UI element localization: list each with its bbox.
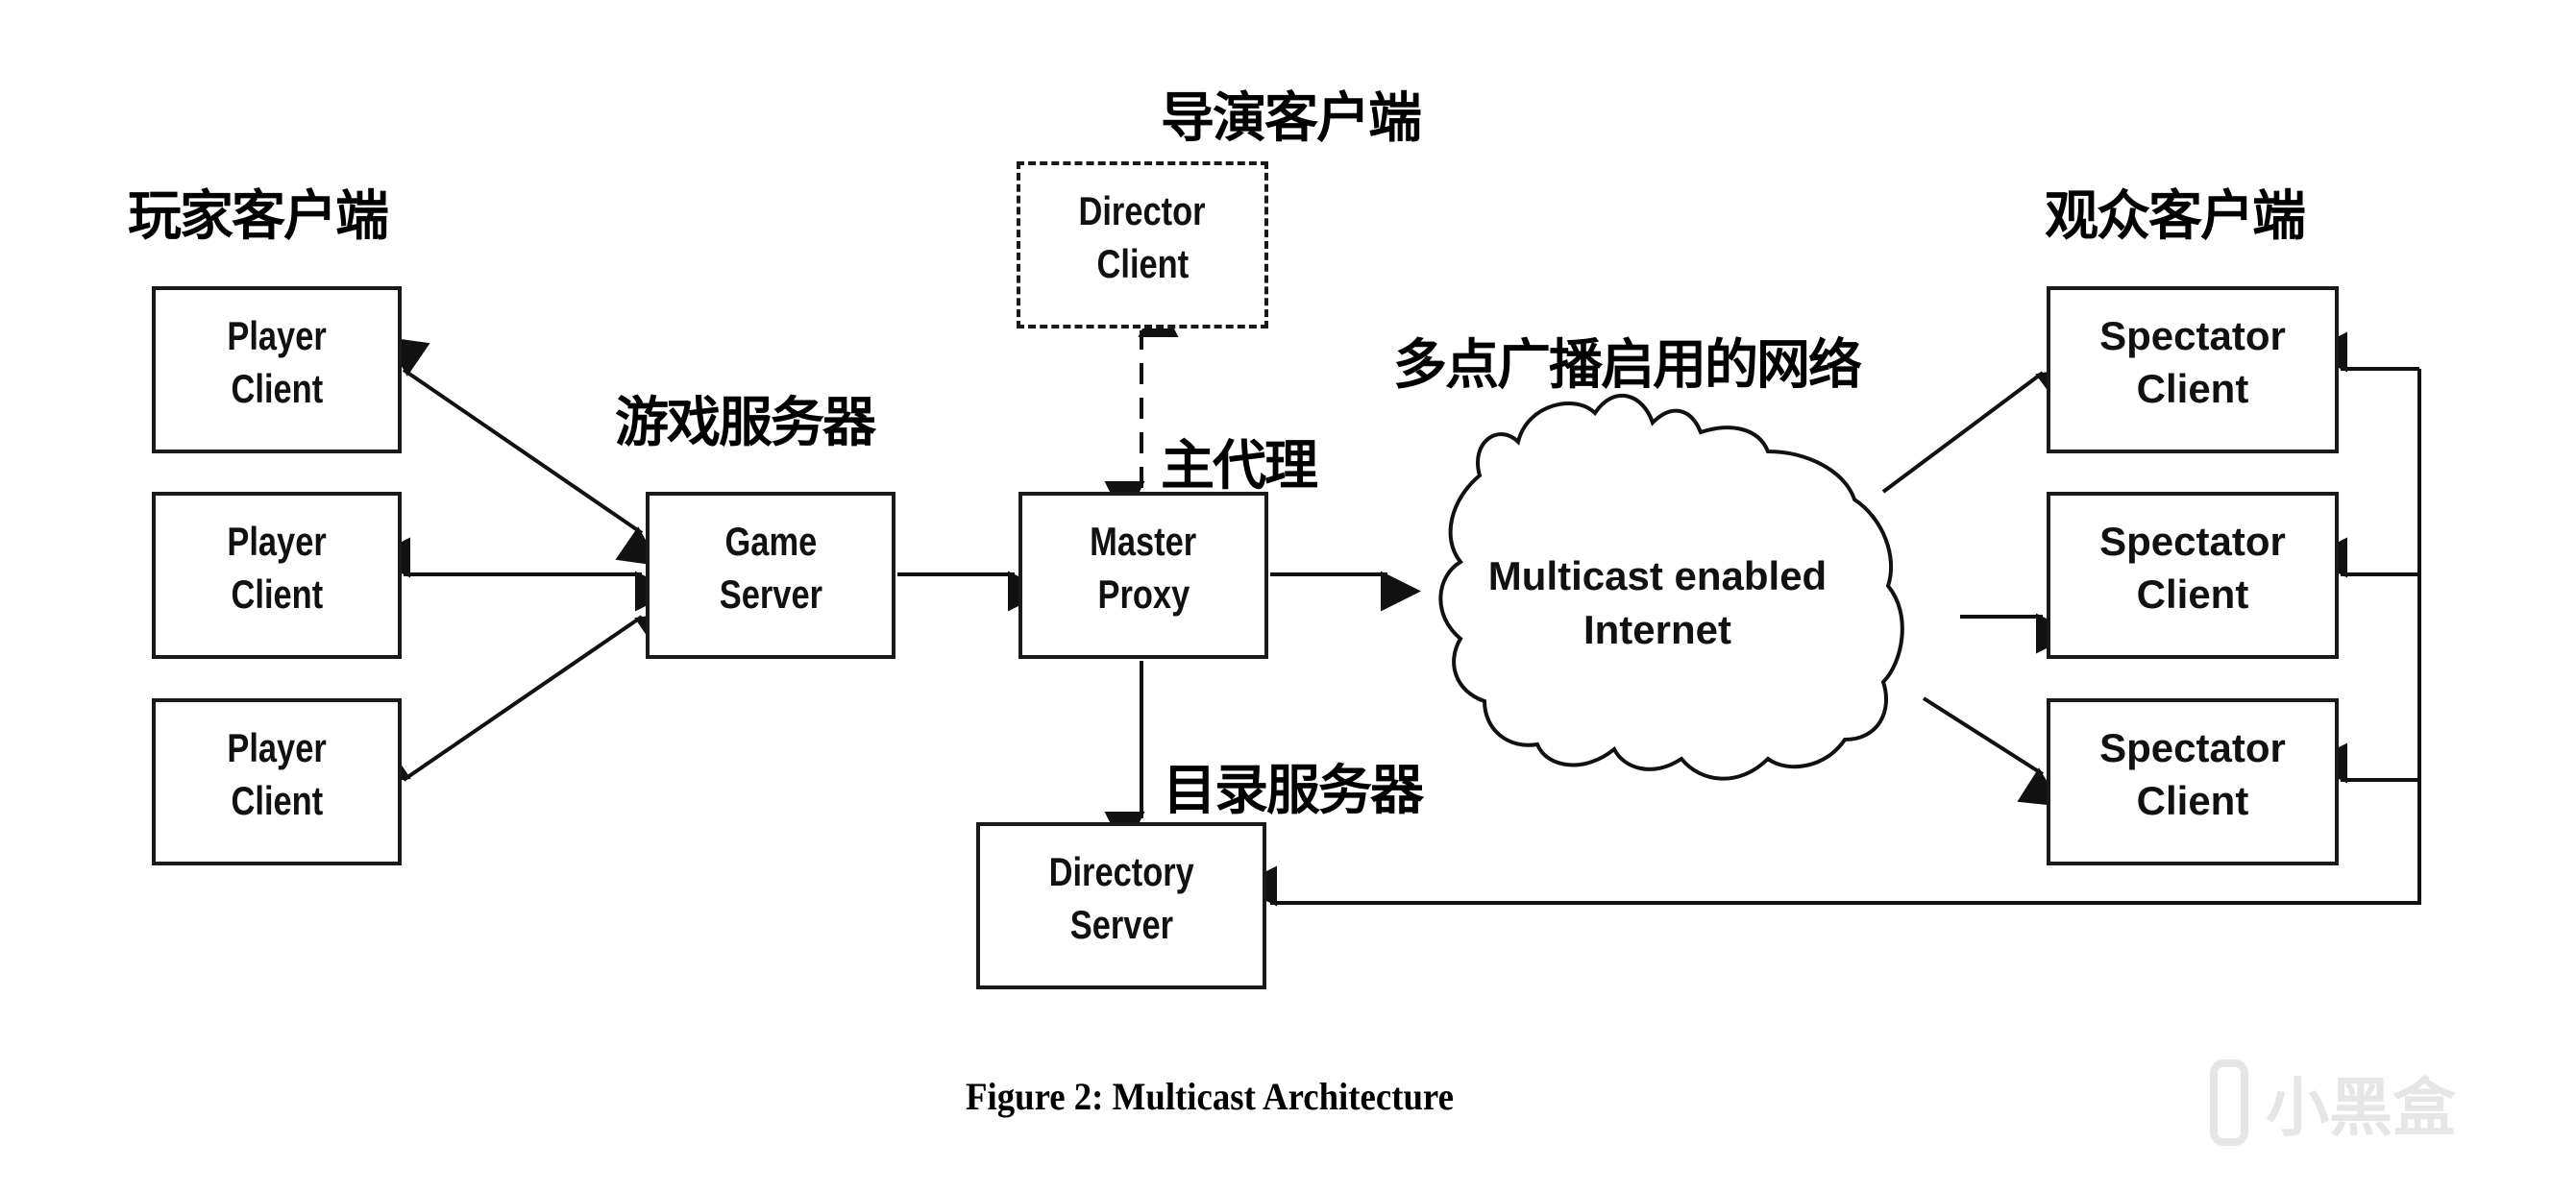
watermark-text: 小黑盒 xyxy=(2266,1071,2456,1145)
node-line-2: Client xyxy=(231,366,323,411)
label-player-clients-cn: 玩家客户端 xyxy=(128,185,389,248)
spectator-client-3: Spectator Client xyxy=(2047,698,2339,865)
node-line-2: Client xyxy=(231,572,323,617)
label-game-server-cn: 游戏服务器 xyxy=(615,392,876,454)
spectator-client-2: Spectator Client xyxy=(2047,492,2339,659)
node-line-2: Client xyxy=(2136,778,2249,823)
label-master-proxy-cn: 主代理 xyxy=(1161,435,1318,498)
player-client-3: Player Client xyxy=(152,698,402,865)
node-line-2: Client xyxy=(231,778,323,823)
node-line-1: Spectator xyxy=(2099,519,2286,564)
edge-cloud-spectator3 xyxy=(1922,696,2063,807)
label-director-client-cn: 导演客户端 xyxy=(1161,87,1422,150)
spectator-client-1: Spectator Client xyxy=(2047,286,2339,453)
node-line-2: Client xyxy=(2136,366,2249,411)
cloud-label: Multicast enabled Internet xyxy=(1441,549,1874,657)
node-line-1: Spectator xyxy=(2099,313,2286,358)
node-line-2: Client xyxy=(2136,572,2249,617)
watermark-logo-icon xyxy=(2210,1059,2248,1146)
node-line-1: Player xyxy=(227,519,327,564)
node-line-2: Server xyxy=(719,572,822,617)
player-client-2: Player Client xyxy=(152,492,402,659)
node-line-1: Player xyxy=(227,725,327,770)
node-line-1: Game xyxy=(724,519,817,564)
node-line-1: Director xyxy=(1078,188,1207,233)
cloud-line-2: Internet xyxy=(1582,607,1731,652)
director-client: Director Client xyxy=(1017,161,1268,328)
label-spectator-clients-cn: 观众客户端 xyxy=(2045,185,2306,248)
edge-player1-gameserver xyxy=(385,336,660,567)
node-line-1: Directory xyxy=(1048,849,1194,894)
node-line-2: Proxy xyxy=(1097,572,1190,617)
node-line-2: Server xyxy=(1069,902,1173,947)
player-client-1: Player Client xyxy=(152,286,402,453)
figure-caption: Figure 2: Multicast Architecture xyxy=(966,1075,1454,1118)
node-line-1: Player xyxy=(227,313,327,358)
node-line-1: Spectator xyxy=(2099,725,2286,770)
cloud-line-1: Multicast enabled xyxy=(1487,553,1828,598)
directory-server: Directory Server xyxy=(976,822,1266,989)
cloud-shape xyxy=(1438,393,1904,781)
label-directory-server-cn: 目录服务器 xyxy=(1163,760,1424,822)
edge-cloud-spectator1 xyxy=(1881,366,2080,494)
label-multicast-network-cn: 多点广播启用的网络 xyxy=(1393,334,1862,397)
watermark: 小黑盒 xyxy=(2210,1057,2456,1149)
master-proxy: Master Proxy xyxy=(1018,492,1268,659)
edge-directory-bus xyxy=(1237,369,2421,907)
node-line-2: Client xyxy=(1096,241,1189,286)
game-server: Game Server xyxy=(646,492,895,659)
edge-player3-gameserver xyxy=(366,611,679,786)
node-line-1: Master xyxy=(1090,519,1197,564)
